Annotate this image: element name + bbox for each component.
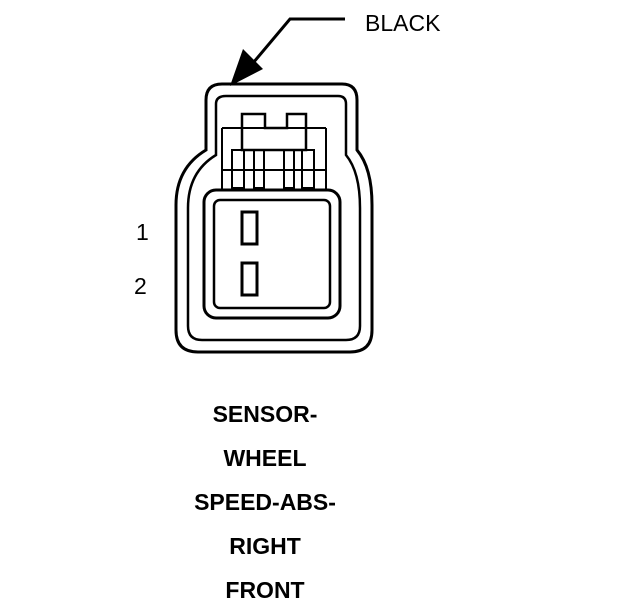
pin-2-terminal bbox=[240, 261, 259, 297]
connector-latch bbox=[240, 112, 308, 152]
pin-1-terminal bbox=[240, 210, 259, 246]
title-line: FRONT bbox=[225, 577, 305, 603]
connector-outer-shell bbox=[174, 82, 374, 354]
title-line: RIGHT bbox=[229, 533, 301, 559]
connector-inner-shell bbox=[186, 94, 362, 342]
pin-2-label: 2 bbox=[134, 273, 147, 299]
pin-1-label: 1 bbox=[136, 219, 149, 245]
title-line: SENSOR- bbox=[212, 401, 318, 427]
color-leader-arrowhead bbox=[230, 49, 263, 86]
wire-color-label: BLACK bbox=[365, 10, 441, 36]
terminal-cavity-inner bbox=[212, 198, 332, 310]
title-line: WHEEL bbox=[223, 445, 307, 471]
color-leader-line bbox=[251, 17, 345, 64]
terminal-cavity-outer bbox=[202, 188, 342, 320]
title-line: SPEED-ABS- bbox=[194, 489, 336, 515]
connector-title: SENSOR- WHEEL SPEED-ABS- RIGHT FRONT bbox=[140, 392, 390, 612]
